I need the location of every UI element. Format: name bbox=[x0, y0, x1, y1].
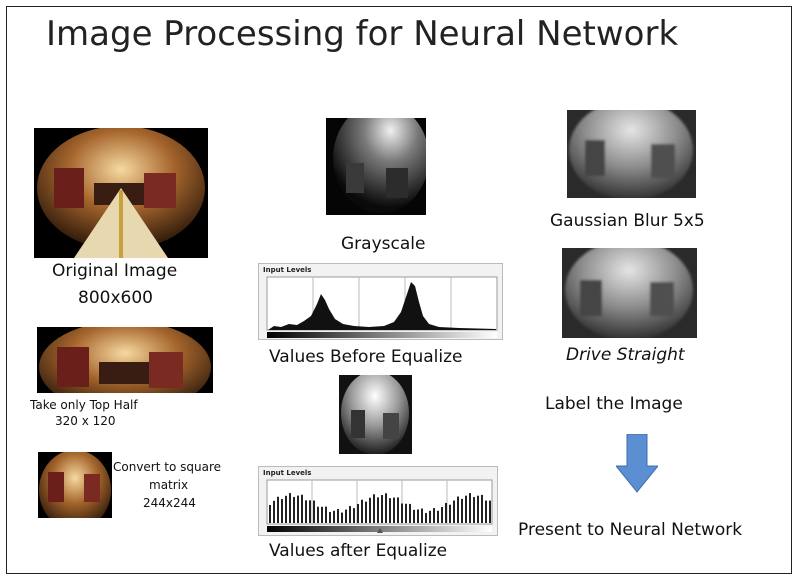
histogram-before-caption: Input Levels bbox=[263, 266, 312, 274]
before-equalize-label: Values Before Equalize bbox=[269, 347, 463, 367]
square-size: 244x244 bbox=[143, 496, 196, 510]
gaussian-blur-image bbox=[567, 110, 696, 198]
after-equalize-label: Values after Equalize bbox=[269, 541, 448, 561]
original-image-size: 800x600 bbox=[78, 288, 153, 308]
top-half-image bbox=[37, 327, 213, 393]
present-label: Present to Neural Network bbox=[518, 520, 743, 540]
gaussian-blur-label: Gaussian Blur 5x5 bbox=[550, 211, 705, 231]
square-image bbox=[38, 452, 112, 518]
original-image-label: Original Image bbox=[52, 261, 178, 281]
label-image-text: Label the Image bbox=[545, 394, 683, 414]
slide-title: Image Processing for Neural Network bbox=[46, 14, 679, 54]
grayscale-image bbox=[326, 118, 426, 215]
histogram-after: Input Levels bbox=[258, 466, 498, 536]
histogram-after-caption: Input Levels bbox=[263, 469, 312, 477]
slide-frame bbox=[6, 6, 792, 574]
histogram-before: Input Levels bbox=[258, 263, 503, 340]
drive-straight-image bbox=[562, 248, 697, 338]
equalized-image bbox=[339, 375, 412, 454]
top-half-label: Take only Top Half bbox=[30, 398, 138, 412]
drive-straight-label: Drive Straight bbox=[566, 345, 685, 365]
down-arrow-icon bbox=[614, 433, 660, 494]
square-label-2: matrix bbox=[149, 478, 189, 492]
grayscale-label: Grayscale bbox=[341, 234, 426, 254]
original-image bbox=[34, 128, 208, 258]
top-half-size: 320 x 120 bbox=[55, 414, 116, 428]
square-label-1: Convert to square bbox=[113, 460, 222, 474]
